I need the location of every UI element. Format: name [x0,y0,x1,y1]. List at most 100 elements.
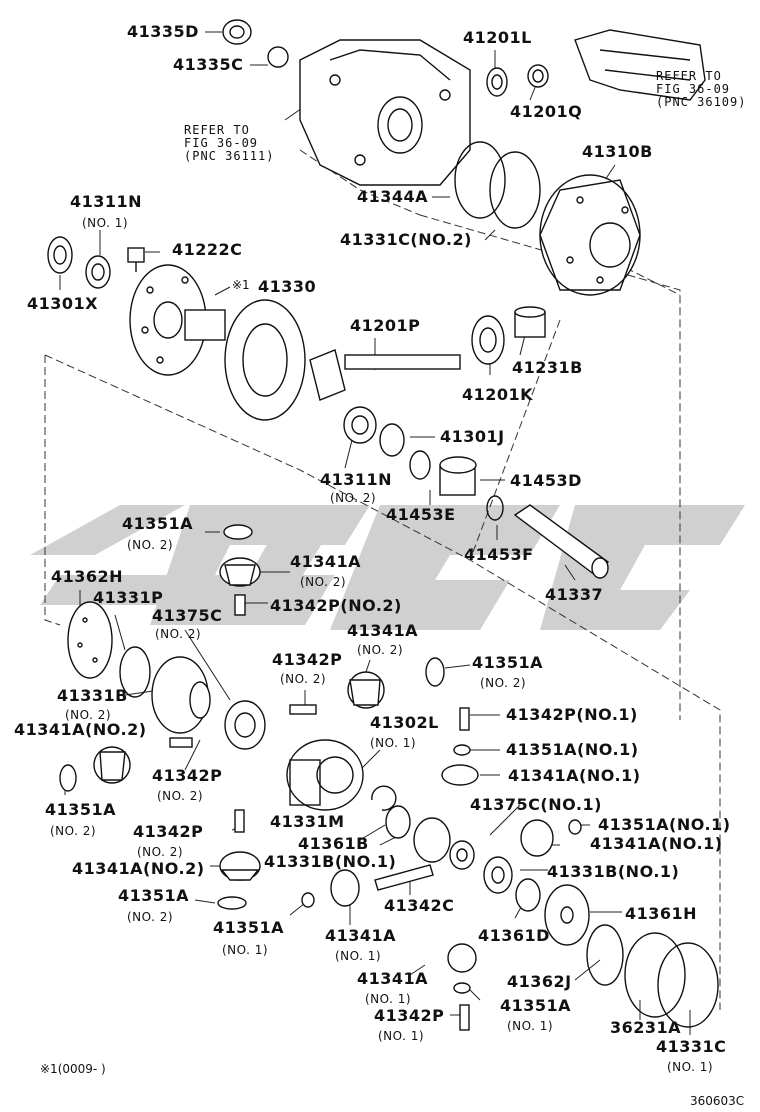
pinion-gear-41341A-g [330,869,360,907]
bearing-41453D [439,456,477,496]
label-41362J: 41362J [507,972,572,991]
sublabel-41331B-a: (NO. 2) [65,708,112,722]
label-41341A-no1-b: 41341A(NO.1) [590,834,723,853]
figure-code: 360603C [690,1094,745,1108]
label-41341A-b: 41341A [347,621,419,640]
side-gear-41331B-c [483,856,513,894]
label-41342P-f: 41342P [374,1006,445,1025]
pin-41342P-c [169,737,193,748]
pin-41342P-d [459,707,470,731]
ref-right-line1: REFER TO [656,69,722,83]
label-41337: 41337 [545,585,604,604]
label-41335D: 41335D [127,22,199,41]
label-41331B-no1-b: 41331B(NO.1) [547,862,680,881]
ref-left-line1: REFER TO [184,123,250,137]
sublabel-41351A-d: (NO. 2) [127,910,174,924]
sublabel-41341A-e: (NO. 1) [335,949,382,963]
pin-41342P-b [289,704,317,715]
drive-pinion-41201P [309,349,461,401]
washer-41301J [379,423,405,457]
washer-41362J [586,924,624,986]
label-41342P-d: 41342P [133,822,204,841]
label-41342P-no2-a: 41342P(NO.2) [270,596,402,615]
pin-41342P-e [234,809,245,833]
snap-ring-41453F [486,495,504,521]
sublabel-41341A-b: (NO. 2) [357,643,404,657]
label-41331P: 41331P [93,588,164,607]
label-41310B: 41310B [582,142,653,161]
label-41301J: 41301J [440,427,505,446]
ring-41331C-no2 [489,151,541,229]
bearing-41201Q [527,64,549,88]
label-41351A-c: 41351A [45,800,117,819]
sublabel-41351A-b: (NO. 2) [480,676,527,690]
label-41375C-no1: 41375C(NO.1) [470,795,602,814]
label-41351A-a: 41351A [122,514,194,533]
extension-housing-ref [574,29,706,101]
sublabel-41351A-c: (NO. 2) [50,824,97,838]
ring-gear [224,299,306,421]
pinion-shaft-holder-41375C [224,700,266,750]
label-41311N-top: 41311N [70,192,143,211]
thrust-washer-41362H [67,601,113,679]
ref-left-line3: (PNC 36111) [184,149,275,163]
sublabel-41311N-mid: (NO. 2) [330,491,377,505]
sublabel-41331C-no1: (NO. 1) [667,1060,714,1074]
pinion-gear-41341A-e [520,819,554,857]
snap-ring-41331M [371,785,397,811]
label-41341A-no2-d: 41341A(NO.2) [72,859,205,878]
label-41331C-no1: 41331C [656,1037,727,1056]
spacer-41231B [514,306,546,338]
side-gear-41341A-a [219,557,261,587]
washer-41301X [47,236,73,274]
label-41331C-no2: 41331C(NO.2) [340,230,472,249]
label-41344A: 41344A [357,187,429,206]
label-41201P: 41201P [350,316,421,335]
pinion-gear-41341A-b [347,671,385,709]
label-41331B-a: 41331B [57,686,128,705]
label-41351A-d: 41351A [118,886,190,905]
reference-note-right: REFER TO FIG 36-09 (PNC 36109) [656,70,746,109]
label-41301X: 41301X [27,294,98,313]
label-41342P-no1-a: 41342P(NO.1) [506,705,638,724]
ring-41344A [454,141,506,219]
label-41335C: 41335C [173,55,244,74]
shaft-41337 [513,504,610,579]
label-41222C: 41222C [172,240,243,259]
sublabel-41375C-a: (NO. 2) [155,627,202,641]
differential-case-41302L [286,739,364,811]
watermark [30,505,745,630]
sublabel-41341A-f: (NO. 1) [365,992,412,1006]
label-41342P-c: 41342P [152,766,223,785]
pinion-shaft-holder-41375C-no1 [449,840,475,870]
label-41341A-a: 41341A [290,552,362,571]
label-41201L: 41201L [463,28,532,47]
bearing-race-41201L [486,67,508,97]
label-41342P-b: 41342P [272,650,343,669]
label-41361B: 41361B [298,834,369,853]
washer-41351A-f [217,896,247,910]
label-41341A-e: 41341A [325,926,397,945]
label-41341A-no1-a: 41341A(NO.1) [508,766,641,785]
label-41341A-f: 41341A [357,969,429,988]
label-41201K: 41201K [462,385,534,404]
label-41231B: 41231B [512,358,583,377]
label-41361D: 41361D [478,926,550,945]
ref-right-line2: FIG 36-09 [656,82,731,96]
label-41351A-no1-a: 41351A(NO.1) [506,740,639,759]
washer-41351A-b [425,657,445,687]
sublabel-41342P-c: (NO. 2) [157,789,204,803]
pinion-gear-41341A-d [441,764,479,786]
label-41351A-f: 41351A [500,996,572,1015]
label-41341A-no2-c: 41341A(NO.2) [14,720,147,739]
label-41453D: 41453D [510,471,582,490]
label-41311N-mid: 41311N [320,470,393,489]
sublabel-41342P-d: (NO. 2) [137,845,184,859]
label-41453E: 41453E [386,505,456,524]
bearing-41311N-no2 [343,406,377,444]
thrust-washer-41361D [515,878,541,912]
label-41201Q: 41201Q [510,102,583,121]
label-41302L: 41302L [370,713,439,732]
washer-41351A-a [223,524,253,540]
